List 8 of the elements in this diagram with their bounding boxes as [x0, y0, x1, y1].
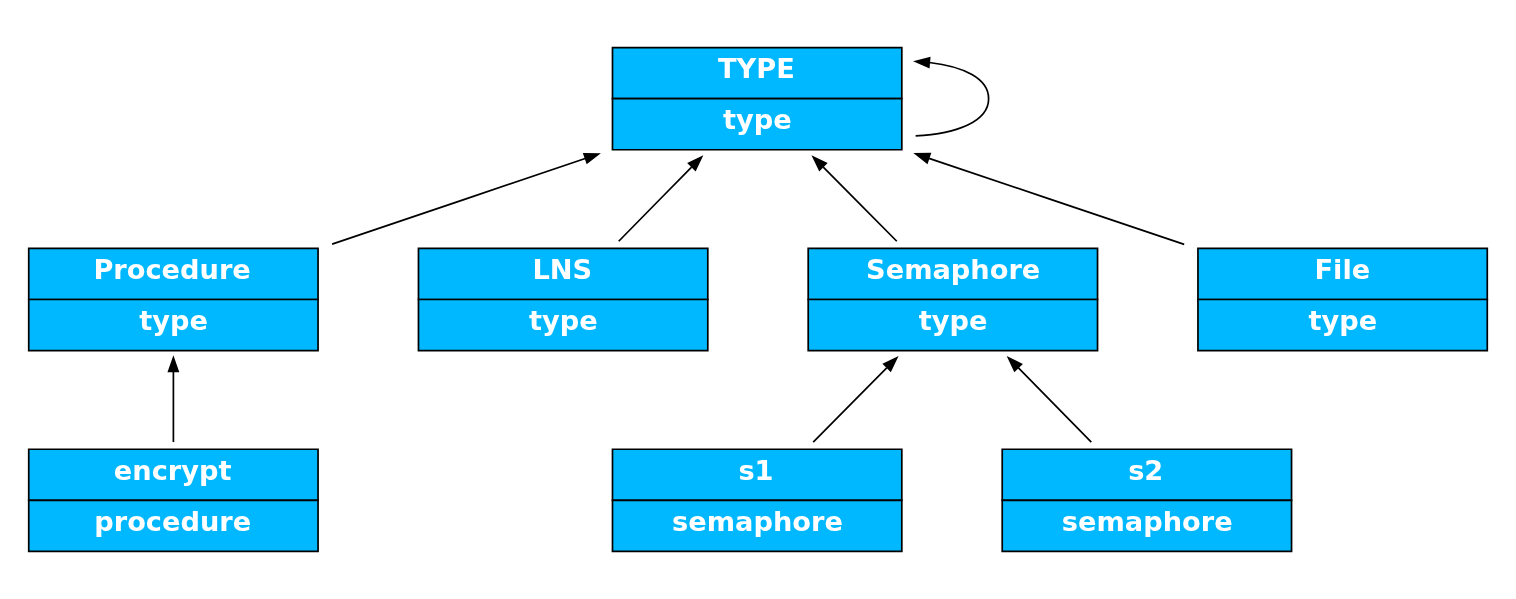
arrow	[811, 155, 898, 243]
arrow	[1006, 355, 1093, 443]
arrow	[913, 56, 990, 137]
arrow	[617, 155, 704, 243]
arrow	[913, 152, 1186, 246]
arrow	[167, 355, 180, 443]
arrow	[812, 355, 899, 443]
arrow	[331, 153, 601, 245]
